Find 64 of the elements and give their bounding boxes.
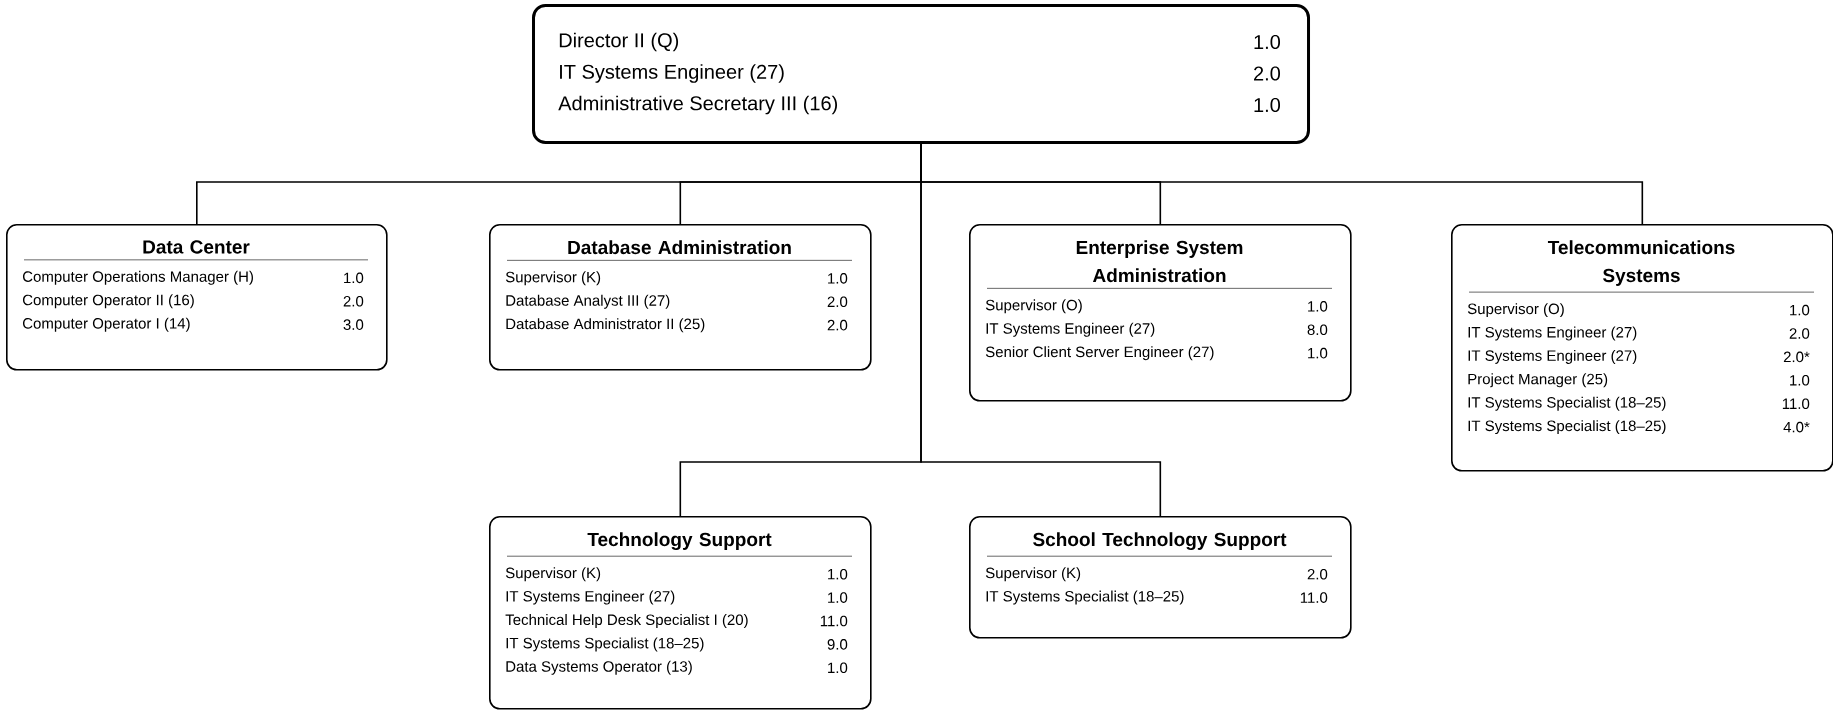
org-box — [6, 224, 388, 371]
position-count: 1.0 — [828, 568, 848, 580]
position-count: 2.0 — [827, 319, 848, 331]
position-title: Administrative Secretary III (16) — [558, 95, 838, 115]
position-count: 1.0 — [1254, 97, 1281, 113]
position-title: Supervisor (K) — [505, 567, 601, 582]
position-title: Database Administrator II (25) — [506, 318, 705, 333]
position-count: 1.0 — [1790, 304, 1810, 316]
org-box — [1451, 224, 1833, 472]
position-title: IT Systems Engineer (27) — [506, 590, 675, 605]
position-title: Director II (Q) — [559, 32, 679, 52]
org-box — [489, 516, 872, 710]
position-count: 1.0 — [1254, 34, 1281, 50]
position-count: 4.0* — [1783, 421, 1810, 433]
position-count: 2.0 — [827, 296, 848, 308]
position-count: 9.0 — [827, 639, 848, 650]
position-title: Computer Operations Manager (H) — [22, 270, 253, 285]
position-title: IT Systems Engineer (27) — [1468, 326, 1637, 341]
position-title: IT Systems Specialist (18–25) — [1468, 420, 1666, 435]
box-heading: Technology Support — [587, 532, 772, 550]
position-count: 8.0 — [1307, 324, 1328, 336]
position-title: IT Systems Specialist (18–25) — [986, 590, 1184, 605]
position-title: Computer Operator II (16) — [22, 294, 194, 309]
position-count: 2.0 — [343, 295, 364, 307]
box-heading: Database Administration — [568, 240, 791, 255]
connector-line — [920, 143, 1162, 517]
position-count: 1.0 — [1308, 347, 1328, 359]
org-box — [532, 4, 1310, 144]
position-count: 1.0 — [828, 662, 848, 674]
position-title: IT Systems Specialist (18–25) — [506, 637, 704, 652]
position-title: Computer Operator I (14) — [22, 317, 190, 332]
position-title: Supervisor (O) — [985, 299, 1082, 314]
box-heading: Data Center — [143, 240, 250, 254]
position-count: 1.0 — [344, 272, 364, 284]
position-title: Data Systems Operator (13) — [506, 660, 692, 675]
position-title: Supervisor (K) — [505, 271, 601, 286]
position-title: Senior Client Server Engineer (27) — [985, 346, 1214, 361]
position-title: Supervisor (K) — [985, 567, 1081, 582]
position-title: Supervisor (O) — [1467, 303, 1564, 318]
position-count: 2.0 — [1307, 568, 1328, 580]
position-count: 1.0 — [1308, 301, 1328, 312]
position-count: 1.0 — [1790, 375, 1810, 386]
position-count: 1.0 — [828, 592, 848, 603]
position-count: 11.0 — [820, 615, 848, 627]
position-title: Project Manager (25) — [1468, 373, 1608, 388]
position-count: 11.0 — [1300, 592, 1328, 603]
org-box — [969, 224, 1352, 402]
position-title: Database Analyst III (27) — [506, 294, 670, 309]
position-title: IT Systems Engineer (27) — [560, 64, 784, 83]
position-count: 11.0 — [1782, 398, 1810, 409]
box-heading: Telecommunications Systems — [1547, 240, 1735, 286]
position-title: Technical Help Desk Specialist I (20) — [505, 614, 748, 628]
position-count: 3.0 — [343, 319, 364, 330]
org-box — [489, 224, 872, 371]
box-heading: Enterprise System Administration — [1076, 240, 1243, 283]
position-count: 2.0 — [1789, 328, 1810, 339]
position-count: 2.0 — [1254, 66, 1281, 81]
box-heading: School Technology Support — [1033, 532, 1287, 550]
position-title: IT Systems Engineer (27) — [986, 322, 1155, 337]
position-count: 2.0* — [1783, 351, 1810, 363]
position-title: IT Systems Specialist (18–25) — [1468, 396, 1666, 411]
position-title: IT Systems Engineer (27) — [1468, 349, 1637, 364]
org-box — [969, 516, 1352, 639]
position-count: 1.0 — [828, 273, 848, 284]
